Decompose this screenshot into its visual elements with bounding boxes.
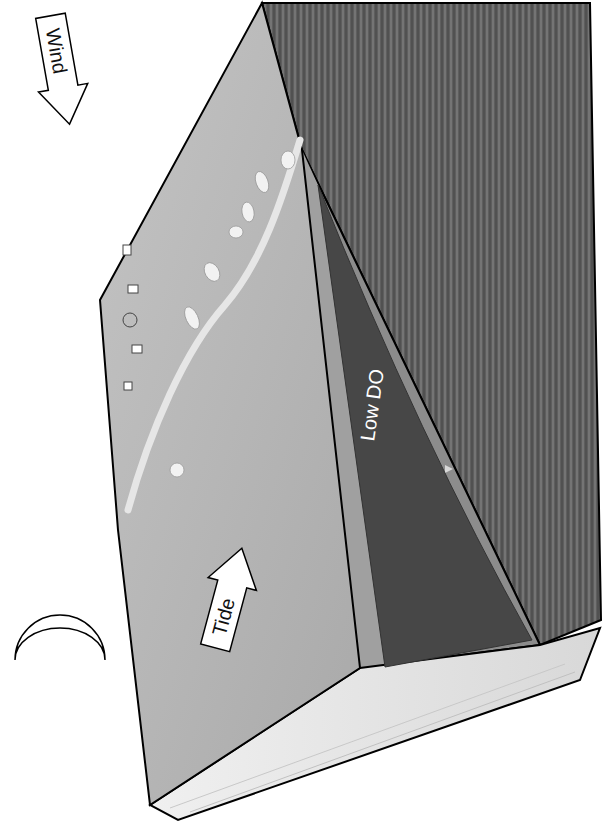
- building: [124, 382, 132, 390]
- arrow-outline: [26, 11, 94, 128]
- building: [128, 285, 138, 293]
- moon-symbol: [15, 615, 105, 660]
- crab: [281, 151, 295, 169]
- crab: [229, 226, 243, 238]
- channel: [128, 140, 300, 510]
- crab: [170, 463, 184, 477]
- low-oxygen-zone: Low DO: [300, 140, 550, 680]
- fish: [240, 201, 255, 223]
- shrimp: [181, 305, 202, 332]
- building: [123, 245, 131, 255]
- zone-outline: [318, 185, 532, 667]
- marker: [445, 465, 453, 473]
- water-surface: [100, 3, 360, 805]
- zone-shape: [300, 140, 550, 680]
- organisms: [170, 151, 295, 477]
- building: [132, 345, 142, 353]
- fish: [201, 260, 223, 284]
- tank: [123, 313, 137, 327]
- arrow-outline: [191, 542, 266, 654]
- flow-arrow: Wind: [25, 10, 96, 129]
- shore-structures: [123, 245, 142, 390]
- flow-arrow: Tide: [189, 541, 266, 656]
- fish: [253, 170, 272, 195]
